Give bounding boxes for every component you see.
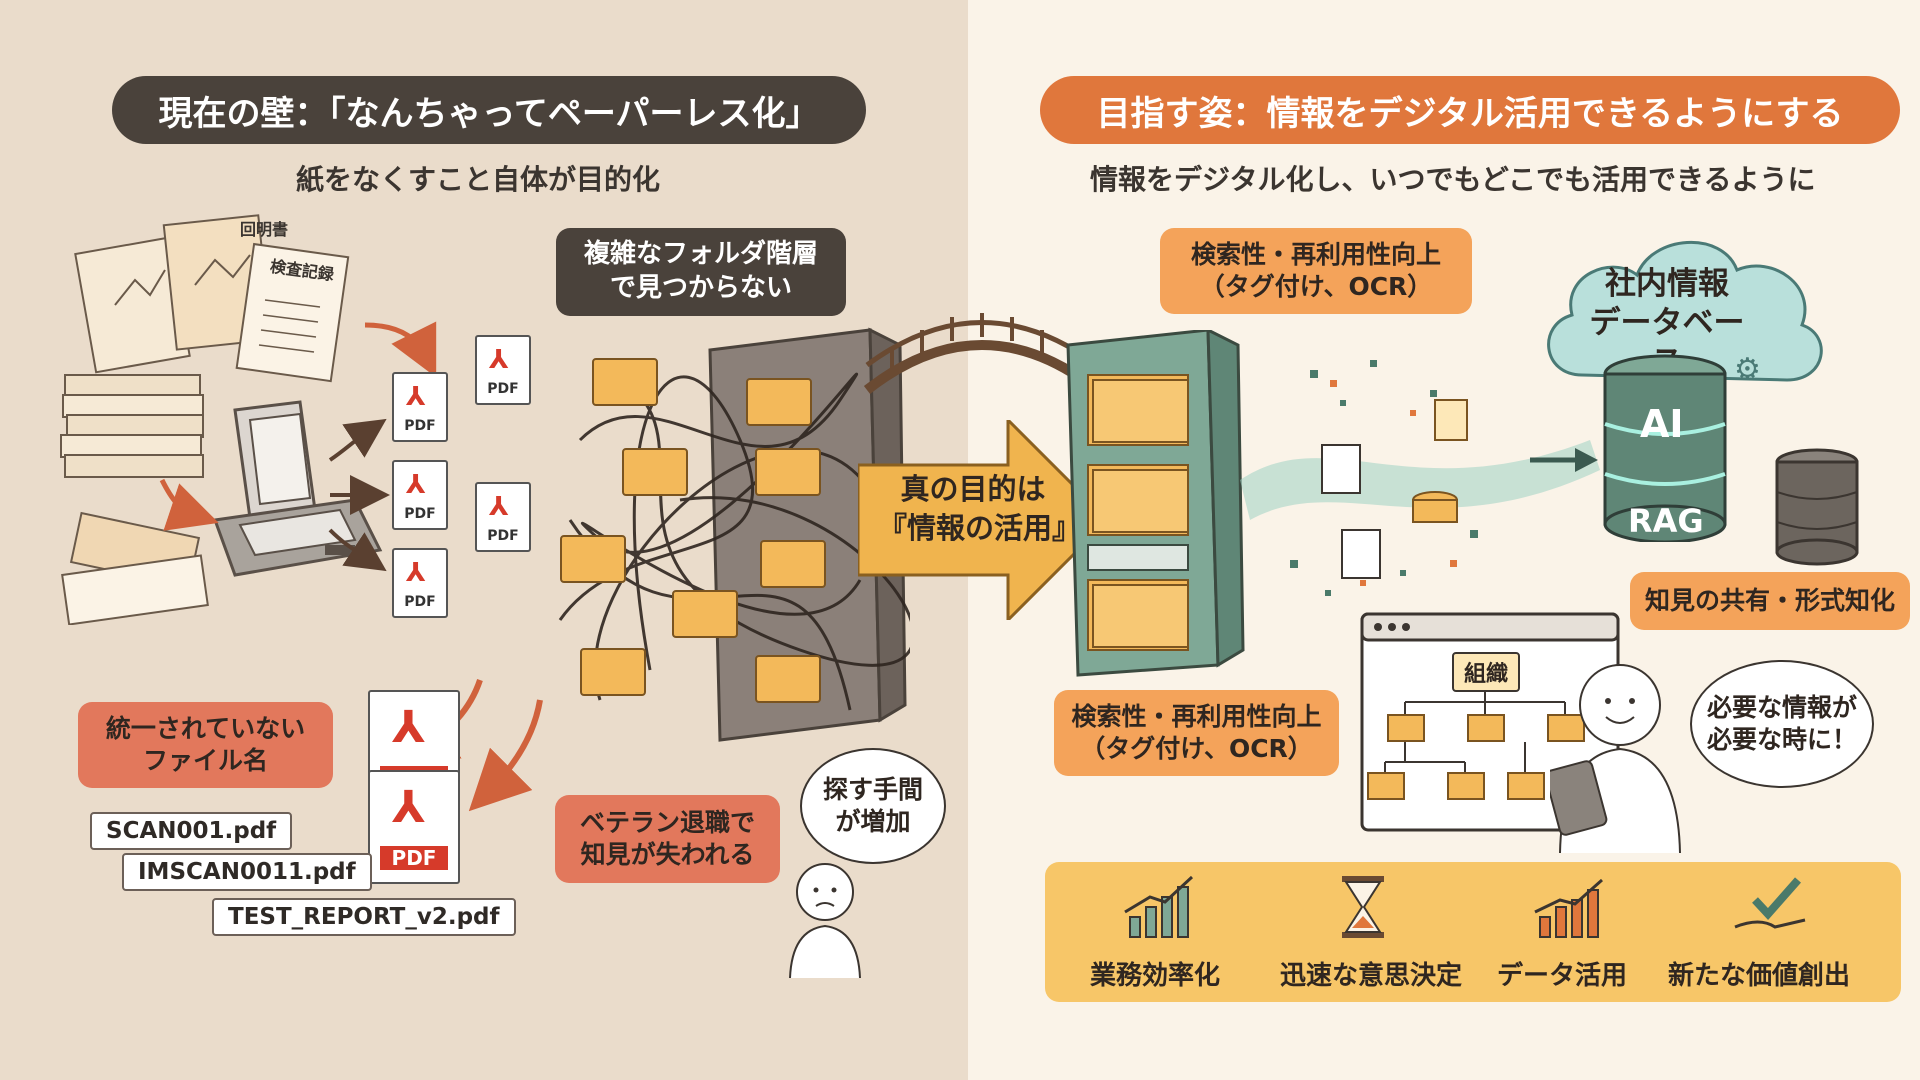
- filename-label: TEST_REPORT_v2.pdf: [212, 898, 516, 936]
- folder-icon: [560, 535, 626, 583]
- pdf-icon: ⅄PDF: [475, 482, 531, 552]
- benefit-value: 新たな価値創出: [1668, 961, 1851, 991]
- right-title: 目指す姿：情報をデジタル活用できるようにする: [1040, 76, 1900, 144]
- worried-person-icon: [789, 863, 861, 979]
- search-effort-bubble: 探す手間が増加: [800, 748, 946, 864]
- pdf-icon-large: ⅄PDF: [368, 770, 460, 884]
- searchability-bubble-top: 検索性・再利用性向上（タグ付け、OCR）: [1160, 228, 1472, 314]
- searchability-bubble-bottom: 検索性・再利用性向上（タグ付け、OCR）: [1054, 690, 1339, 776]
- left-subtitle: 紙をなくすこと自体が目的化: [296, 163, 661, 196]
- knowledge-sharing-bubble: 知見の共有・形式知化: [1630, 572, 1910, 630]
- folder-icon: [746, 378, 812, 426]
- benefit-decision: 迅速な意思決定: [1280, 961, 1463, 991]
- folder-icon: [755, 655, 821, 703]
- right-subtitle: 情報をデジタル化し、いつでもどこでも活用できるように: [1090, 163, 1816, 196]
- filename-label: IMSCAN0011.pdf: [122, 853, 372, 891]
- pdf-icon: ⅄PDF: [475, 335, 531, 405]
- data-chart-icon: [1534, 878, 1603, 938]
- cloud-icon: [1547, 240, 1823, 382]
- pdf-icon: ⅄PDF: [392, 372, 448, 442]
- tangled-server-illustration: [558, 327, 910, 742]
- scanner-icon: [212, 400, 383, 577]
- pdf-icon: ⅄PDF: [392, 548, 448, 618]
- folder-icon: [592, 358, 658, 406]
- org-label: 組織: [1452, 652, 1521, 692]
- central-arrow: 真の目的は『情報の活用』: [858, 420, 1108, 620]
- left-title: 現在の壁：「なんちゃってペーパーレス化」: [112, 76, 866, 144]
- folder-icon: [622, 448, 688, 496]
- filename-bubble: 統一されていないファイル名: [78, 702, 333, 788]
- doc-label-1: 回明書: [240, 220, 288, 239]
- database-icon: [1775, 448, 1859, 566]
- gear-icon: ⚙: [1734, 352, 1761, 387]
- benefit-data: データ活用: [1497, 961, 1628, 991]
- arrow-text-line2: 『情報の活用』: [878, 511, 1082, 546]
- ai-database-icon: [1603, 354, 1727, 542]
- rag-label: RAG: [1628, 502, 1704, 540]
- folder-icon: [755, 448, 821, 496]
- pdf-icon: ⅄PDF: [392, 460, 448, 530]
- folder-icon: [760, 540, 826, 588]
- folder-hierarchy-bubble: 複雑なフォルダ階層で見つからない: [556, 228, 846, 316]
- veteran-bubble: ベテラン退職で知見が失われる: [555, 795, 780, 883]
- benefit-efficiency: 業務効率化: [1090, 961, 1221, 991]
- need-info-bubble: 必要な情報が必要な時に！: [1690, 660, 1874, 788]
- arrow-text-line1: 真の目的は: [900, 472, 1046, 506]
- data-flow-stream: [1240, 360, 1600, 596]
- filename-label: SCAN001.pdf: [90, 812, 293, 850]
- value-creation-icon: [1734, 877, 1806, 929]
- ai-label: AI: [1640, 402, 1684, 446]
- folder-icon: [672, 590, 738, 638]
- organized-server-illustration: [1066, 330, 1245, 677]
- efficiency-chart-icon: [1124, 875, 1194, 938]
- paper-documents-illustration: 回明書 検査記録: [60, 214, 350, 625]
- happy-person-icon: [1550, 664, 1681, 854]
- folder-icon: [580, 648, 646, 696]
- hourglass-icon: [1342, 876, 1384, 938]
